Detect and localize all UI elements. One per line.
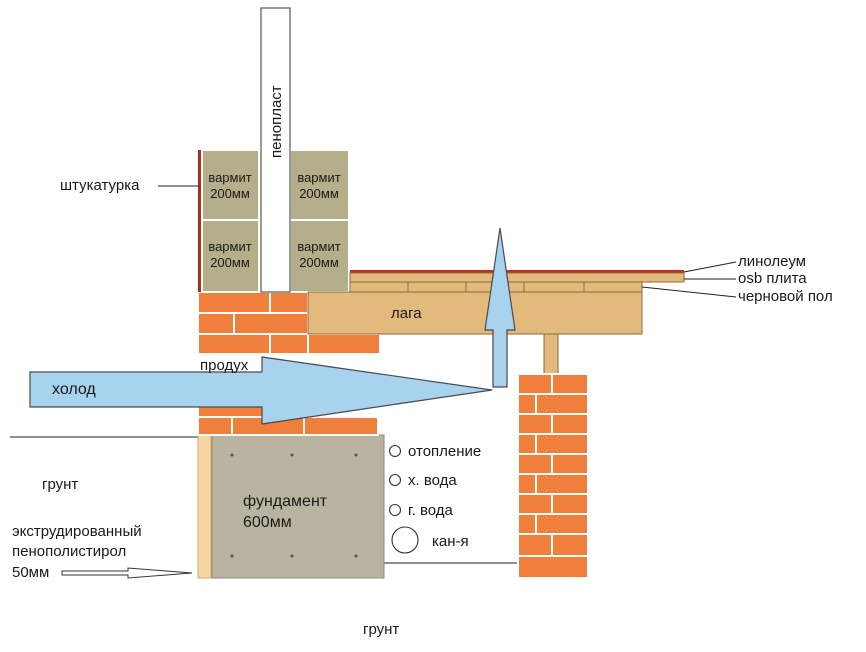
utility-pipes: отопление х. вода г. вода кан-я [388, 443, 481, 554]
ground-label-bottom: грунт [363, 621, 399, 638]
cold-label: холод [52, 381, 96, 398]
foundation-block [211, 434, 385, 579]
varmit-size-2: 200мм [210, 255, 250, 270]
joist-support-post [543, 333, 559, 375]
plaster-layer [198, 150, 202, 292]
xps-label-line-3: 50мм [12, 564, 49, 581]
vent-label: продух [200, 357, 249, 374]
joist-beam [307, 291, 643, 335]
joist-label: лага [391, 305, 422, 322]
brick-pier-right [517, 373, 589, 579]
upward-air-arrow [484, 227, 516, 388]
plaster-label: штукатурка [60, 177, 140, 194]
penoplast-label: пенопласт [268, 85, 285, 158]
subfloor-leader-line [641, 286, 737, 298]
osb-label: osb плита [738, 270, 807, 287]
linoleum-layer [350, 270, 684, 273]
hot-water-pipe-icon [388, 503, 402, 517]
xps-label-line-2: пенополистирол [12, 543, 126, 560]
heating-label: отопление [408, 443, 481, 460]
ground-label-left: грунт [42, 476, 78, 493]
hot-water-label: г. вода [408, 502, 454, 519]
subfloor-label: черновой пол [738, 288, 833, 305]
linoleum-label: линолеум [738, 253, 806, 270]
foundation-size-label: 600мм [243, 514, 292, 531]
varmit-label-3: вармит [297, 170, 340, 185]
varmit-label-2: вармит [208, 239, 251, 254]
cold-air-arrow [29, 356, 493, 425]
heating-pipe-icon [388, 444, 402, 458]
foundation-label: фундамент [243, 493, 328, 510]
foundation-dots [230, 453, 358, 558]
xps-pointer-arrow [61, 567, 193, 579]
varmit-size-4: 200мм [299, 255, 339, 270]
penoplast-column [260, 7, 291, 293]
cold-water-pipe-icon [388, 473, 402, 487]
varmit-size-3: 200мм [299, 186, 339, 201]
linoleum-leader-line [683, 261, 737, 273]
varmit-blocks [201, 149, 350, 293]
brick-wall-left-upper [197, 291, 381, 355]
sewer-label: кан-я [432, 533, 469, 550]
brick-wall-left-lower [197, 399, 379, 436]
varmit-label-1: вармит [208, 170, 251, 185]
sewer-pipe-icon [391, 526, 419, 554]
xps-label-line-1: экструдированный [12, 523, 142, 540]
varmit-size-1: 200мм [210, 186, 250, 201]
cold-water-label: х. вода [408, 472, 457, 489]
varmit-label-4: вармит [297, 239, 340, 254]
osb-board-layer [349, 272, 685, 283]
xps-insulation-strip [197, 434, 212, 579]
varmit-block-labels: вармит 200мм вармит 200мм вармит 200мм в… [208, 170, 340, 270]
